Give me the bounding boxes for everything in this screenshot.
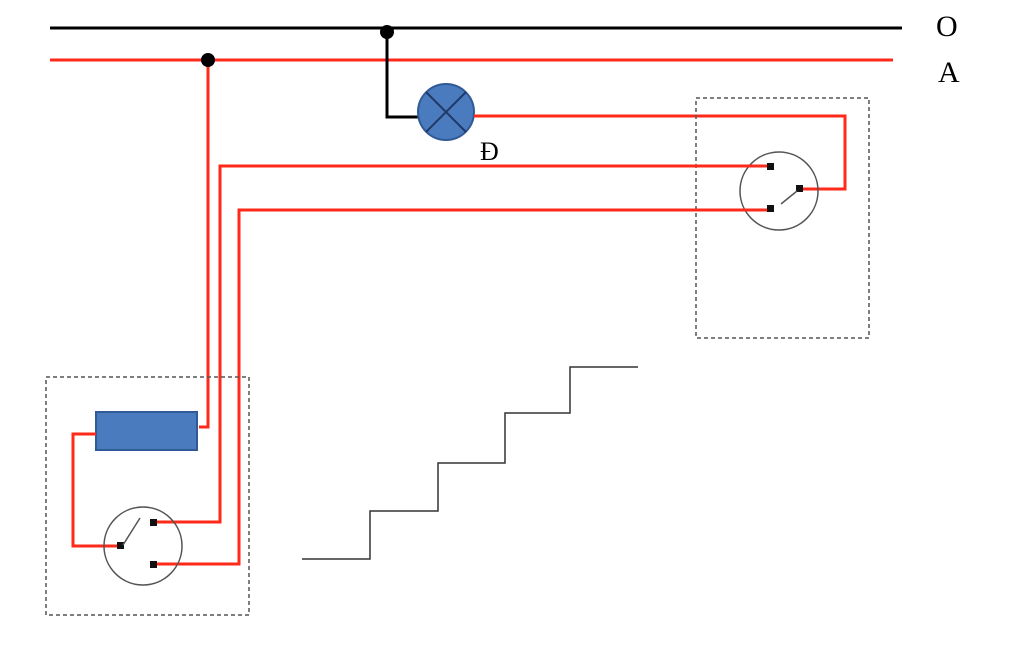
traveler-wire-lower: [156, 208, 767, 566]
left-switch-box: [45, 376, 250, 616]
fuse-to-switch-wire: [71, 432, 120, 548]
lamp-label: Đ: [480, 137, 499, 166]
staircase-icon: [302, 366, 638, 560]
two-way-switch-icon: [739, 151, 819, 231]
phase-drop-wire: [199, 60, 210, 429]
neutral-junction-dot: [380, 25, 394, 39]
traveler-wire-upper: [156, 164, 767, 524]
fuse-rectangle-icon: [95, 411, 198, 451]
phase-line-label: A: [938, 56, 960, 89]
neutral-line-label: O: [936, 10, 958, 43]
right-switch-box: [695, 97, 870, 339]
neutral-drop-wire: [385, 32, 420, 119]
lamp-to-switch-wire: [474, 114, 847, 191]
two-way-switch-icon: [103, 506, 183, 586]
phase-junction-dot: [201, 53, 215, 67]
lamp-icon: [417, 83, 475, 141]
